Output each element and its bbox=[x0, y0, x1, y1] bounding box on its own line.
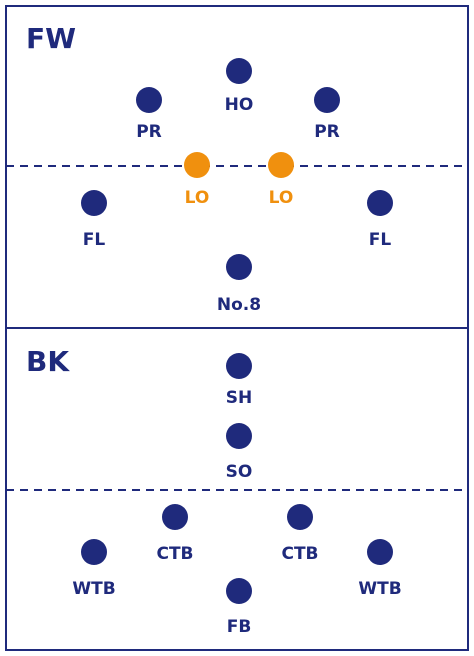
position-label-ctb-right: CTB bbox=[281, 544, 318, 564]
position-label-pr-right: PR bbox=[314, 122, 340, 142]
player-marker-pr-right bbox=[314, 87, 340, 113]
position-label-wtb-left: WTB bbox=[72, 579, 115, 599]
position-label-fl-right: FL bbox=[369, 230, 392, 250]
position-label-lo-right: LO bbox=[269, 188, 294, 208]
position-label-ho: HO bbox=[225, 95, 254, 115]
player-marker-pr-left bbox=[136, 87, 162, 113]
forwards-title: FW bbox=[26, 22, 76, 55]
backs-title: BK bbox=[26, 345, 70, 378]
player-marker-so bbox=[226, 423, 252, 449]
player-marker-fl-left bbox=[81, 190, 107, 216]
player-marker-no8 bbox=[226, 254, 252, 280]
player-marker-fl-right bbox=[367, 190, 393, 216]
position-label-no8: No.8 bbox=[217, 295, 261, 315]
position-label-pr-left: PR bbox=[136, 122, 162, 142]
player-marker-ctb-left bbox=[162, 504, 188, 530]
player-marker-wtb-left bbox=[81, 539, 107, 565]
player-marker-fb bbox=[226, 578, 252, 604]
player-marker-lo-right bbox=[268, 152, 294, 178]
player-marker-lo-left bbox=[184, 152, 210, 178]
position-label-fl-left: FL bbox=[83, 230, 106, 250]
player-marker-sh bbox=[226, 353, 252, 379]
position-label-ctb-left: CTB bbox=[156, 544, 193, 564]
position-label-fb: FB bbox=[227, 617, 252, 637]
positions-layer: HO PR PR LO LO FL FL No.8SH SO CTB CTB WTB WTB FB bbox=[72, 58, 402, 637]
player-marker-ho bbox=[226, 58, 252, 84]
position-label-so: SO bbox=[226, 462, 253, 482]
player-marker-ctb-right bbox=[287, 504, 313, 530]
player-marker-wtb-right bbox=[367, 539, 393, 565]
position-label-lo-left: LO bbox=[185, 188, 210, 208]
position-label-sh: SH bbox=[226, 388, 252, 408]
position-label-wtb-right: WTB bbox=[358, 579, 401, 599]
